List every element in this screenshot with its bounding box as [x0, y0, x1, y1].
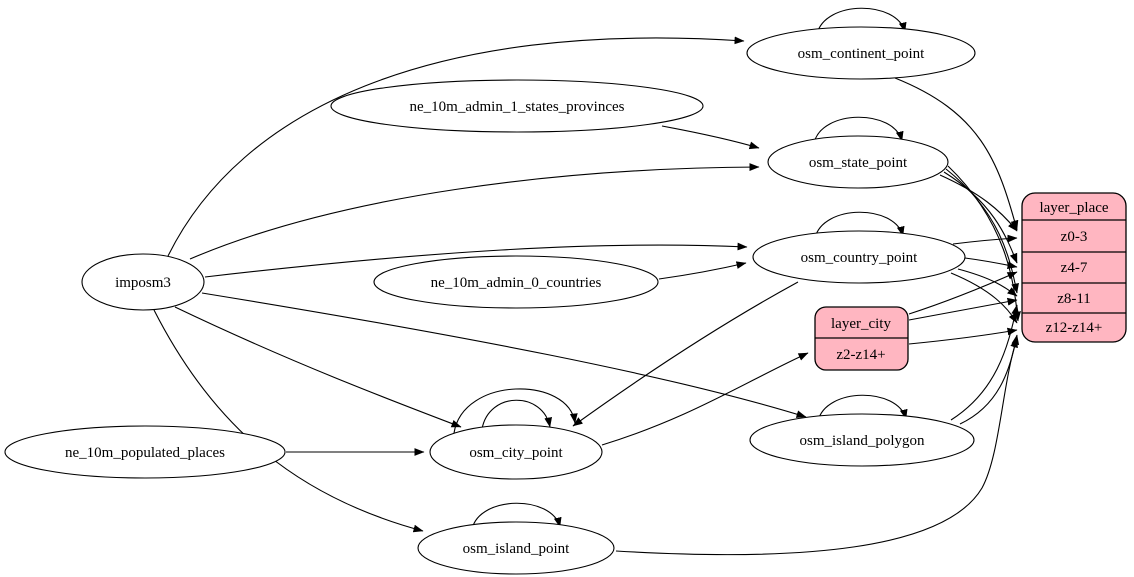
node-ne_10m_admin_1_states_provinces-shape — [330, 79, 704, 133]
self-loop-osm_country_point — [814, 211, 905, 239]
node-layer_place-title: layer_place — [1039, 200, 1108, 216]
edge-osm_city_point-to-layer_city-z2 — [601, 352, 809, 446]
edge-imposm3-to-osm_island_polygon — [201, 292, 807, 418]
edge-imposm3-to-osm_country_point — [204, 242, 748, 278]
node-ne_10m_admin_0_countries: ne_10m_admin_0_countries — [373, 255, 659, 309]
edge-osm_island_polygon-to-layer_place-z8-11 — [950, 304, 1019, 421]
node-osm_island_point: osm_island_point — [417, 521, 615, 575]
edge-imposm3-to-osm_city_point — [174, 306, 462, 428]
node-ne_10m_populated_places-shape — [4, 425, 286, 479]
layer_place-row-z0-3: z0-3 — [1061, 229, 1088, 245]
node-ne_10m_populated_places: ne_10m_populated_places — [4, 425, 286, 479]
edge-osm_state_point-to-layer_place-z8-11 — [945, 168, 1019, 294]
node-osm_state_point-shape — [767, 135, 949, 189]
edge-layer_city-to-layer_place-z8-11 — [908, 297, 1018, 321]
node-ne_10m_admin_1_states_provinces: ne_10m_admin_1_states_provinces — [330, 79, 704, 133]
edge-osm_country_point-to-layer_place-z12 — [950, 272, 1018, 324]
edge-osm_island_polygon-to-layer_place-z12 — [959, 334, 1020, 425]
layer_place-row-z8-11: z8-11 — [1057, 291, 1091, 307]
node-osm_city_point-shape — [429, 424, 603, 480]
self-loop-outer-osm_city_point — [453, 388, 578, 434]
node-osm_continent_point-label: osm_continent_point — [798, 46, 925, 62]
node-osm_city_point: osm_city_point — [429, 424, 603, 480]
edge-imposm3-to-osm_state_point — [189, 163, 760, 260]
node-ne_10m_admin_1_states_provinces-label: ne_10m_admin_1_states_provinces — [410, 99, 625, 115]
edge-imposm3-to-osm_continent_point — [167, 36, 745, 257]
node-layer_city-title: layer_city — [831, 316, 891, 332]
edges-group — [153, 7, 1021, 556]
node-osm_island_polygon-shape — [749, 413, 975, 467]
edge-ne_10m_admin_0_countries-to-osm_country_point — [658, 261, 747, 280]
edge-osm_country_point-to-layer_place-z0-3 — [952, 234, 1018, 245]
node-ne_10m_admin_0_countries-label: ne_10m_admin_0_countries — [431, 275, 602, 291]
edge-osm_country_point-to-layer_place-z4-7 — [964, 257, 1018, 269]
edge-osm_island_point-to-layer_place-z12 — [615, 337, 1018, 556]
node-osm_city_point-label: osm_city_point — [469, 445, 563, 461]
self-loop-osm_island_polygon — [817, 394, 908, 422]
node-osm_island_point-label: osm_island_point — [463, 541, 571, 557]
node-osm_country_point: osm_country_point — [752, 230, 966, 284]
edge-layer_city-to-layer_place-z4-7 — [908, 271, 1018, 315]
node-osm_country_point-shape — [752, 230, 966, 284]
node-imposm3: imposm3 — [81, 253, 205, 311]
node-osm_continent_point-shape — [746, 26, 976, 80]
node-osm_state_point: osm_state_point — [767, 135, 949, 189]
node-ne_10m_admin_0_countries-shape — [373, 255, 659, 309]
node-imposm3-label: imposm3 — [115, 275, 171, 291]
edge-osm_state_point-to-layer_place-z0-3 — [939, 174, 1018, 232]
node-osm_island_polygon: osm_island_polygon — [749, 413, 975, 467]
node-osm_country_point-label: osm_country_point — [801, 250, 918, 266]
node-imposm3-shape — [81, 253, 205, 311]
edge-osm_state_point-to-layer_place-z4-7 — [943, 171, 1018, 264]
node-layer_place: layer_place z0-3 z4-7 z8-11 z12-z14+ — [1021, 192, 1127, 343]
node-layer_place-shape — [1021, 192, 1127, 343]
edge-layer_city-to-layer_place-z12 — [908, 327, 1018, 345]
node-osm_continent_point: osm_continent_point — [746, 26, 976, 80]
node-ne_10m_populated_places-label: ne_10m_populated_places — [65, 445, 225, 461]
node-osm_island_polygon-label: osm_island_polygon — [799, 433, 925, 449]
layer_place-row-z4-7: z4-7 — [1061, 260, 1088, 276]
edge-osm_country_point-to-layer_place-z8-11 — [957, 268, 1018, 297]
self-loop-osm_island_point — [471, 502, 562, 530]
layer_place-row-z12-z14: z12-z14+ — [1046, 320, 1103, 336]
self-loop-inner-osm_city_point — [481, 399, 553, 430]
edge-ne_10m_admin_1_states_provinces-to-osm_state_point — [661, 125, 760, 150]
layer_city-row-z2-z14: z2-z14+ — [836, 347, 885, 363]
edge-imposm3-to-osm_island_point — [153, 309, 424, 533]
node-layer_city: layer_city z2-z14+ — [814, 306, 909, 371]
node-osm_island_point-shape — [417, 521, 615, 575]
self-loop-osm_state_point — [813, 116, 904, 144]
edge-osm_continent_point-to-layer_place-z0-3 — [894, 77, 1019, 231]
node-osm_state_point-label: osm_state_point — [809, 155, 908, 171]
edge-osm_country_point-to-osm_city_point — [572, 281, 799, 427]
self-loop-osm_continent_point — [816, 7, 907, 35]
